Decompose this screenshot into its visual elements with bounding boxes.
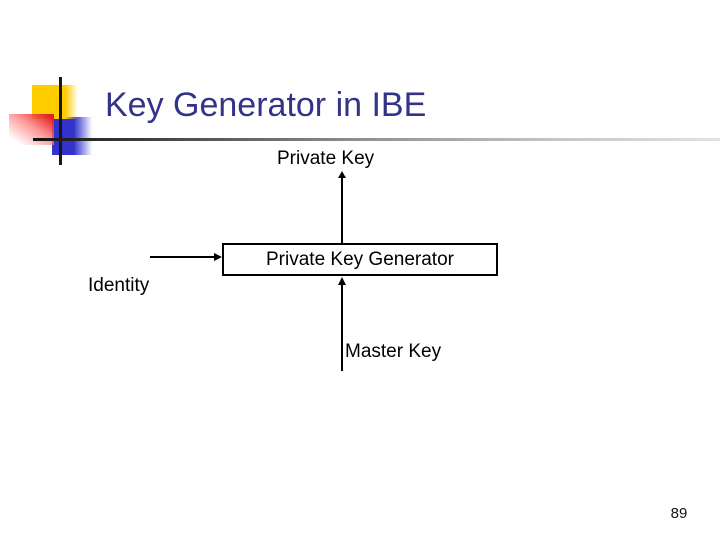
master-key-label: Master Key bbox=[345, 341, 442, 362]
private-key-generator-box: Private Key Generator bbox=[222, 243, 498, 276]
connector-master-key-line bbox=[341, 284, 343, 371]
arrow-up-to-private-key-icon bbox=[338, 171, 346, 178]
connector-output-line bbox=[341, 177, 343, 243]
connector-identity-line bbox=[150, 256, 216, 258]
arrow-up-into-box-icon bbox=[338, 277, 346, 285]
page-number: 89 bbox=[670, 505, 688, 522]
deco-yellow-square bbox=[32, 85, 78, 119]
arrow-right-into-box-icon bbox=[214, 253, 222, 261]
private-key-label: Private Key bbox=[277, 148, 375, 169]
title-underline bbox=[33, 138, 720, 141]
deco-vertical-line bbox=[59, 77, 62, 165]
identity-label: Identity bbox=[88, 275, 150, 296]
slide-title: Key Generator in IBE bbox=[105, 86, 427, 124]
